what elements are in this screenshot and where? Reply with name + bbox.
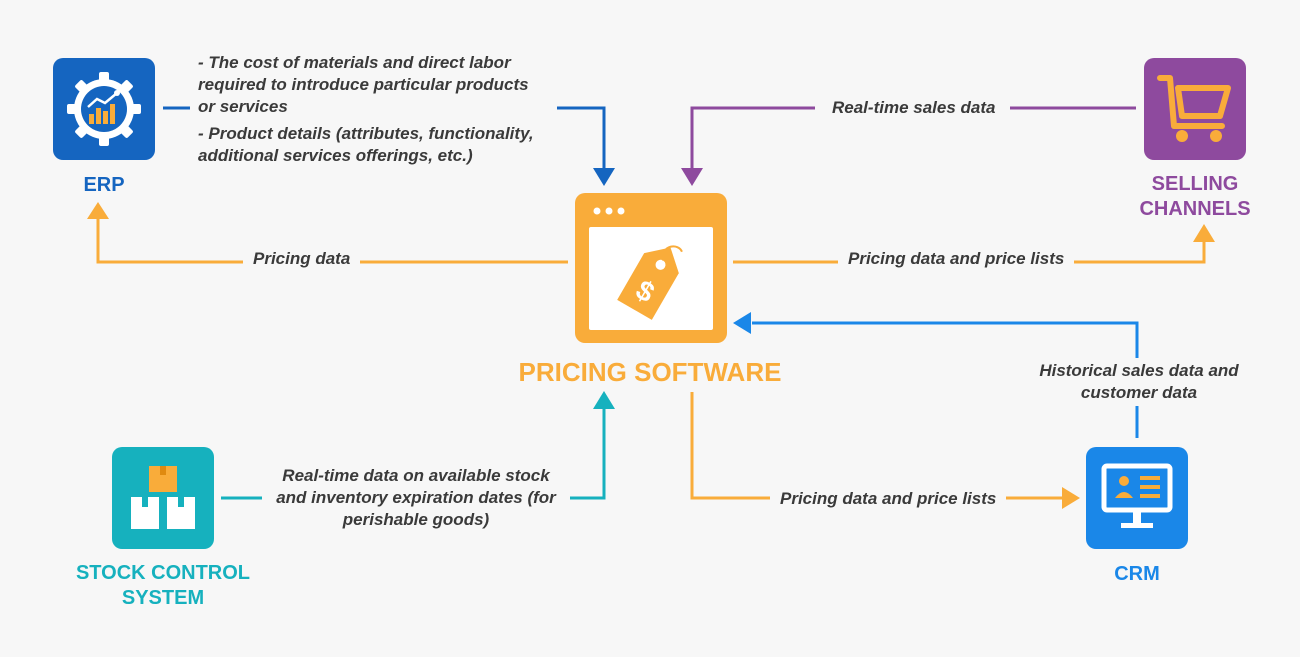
arrowhead <box>87 202 109 219</box>
stock-to-pricing-label-line: perishable goods) <box>342 510 490 529</box>
stock-to-pricing-label: Real-time data on available stock and in… <box>262 465 570 531</box>
crm-node <box>1086 447 1188 549</box>
boxes-icon <box>131 466 195 529</box>
selling-channels-node <box>1144 58 1246 160</box>
erp-to-pricing-label-line: additional services offerings, etc.) <box>198 146 473 165</box>
pricing-to-crm-label: Pricing data and price lists <box>770 488 1007 510</box>
erp-to-pricing-label-line: required to introduce particular product… <box>198 75 529 94</box>
stock-to-pricing-label-line: and inventory expiration dates (for <box>276 488 556 507</box>
pricing-to-crm-connector <box>690 392 1062 500</box>
pricing-to-erp-connector <box>96 218 568 264</box>
crm-to-pricing-label-line: Historical sales data and <box>1039 361 1239 380</box>
erp-node <box>53 58 155 160</box>
selling-to-pricing-connector <box>690 106 1136 172</box>
arrowhead <box>681 168 703 186</box>
crm-title: CRM <box>1114 563 1160 585</box>
stock-control-title-line: SYSTEM <box>121 587 205 609</box>
pricing-software-node: $ <box>575 193 727 343</box>
pricing-software-title: PRICING SOFTWARE <box>518 357 782 387</box>
erp-title: ERP <box>83 174 125 196</box>
price-tag-icon: $ <box>617 245 683 320</box>
arrowhead <box>1062 487 1080 509</box>
selling-to-pricing-label: Real-time sales data <box>832 97 996 119</box>
arrowhead <box>593 391 615 409</box>
selling-channels-title-line: CHANNELS <box>1139 198 1251 220</box>
erp-to-pricing-label-line: - Product details (attributes, functiona… <box>198 124 534 143</box>
selling-channels-title-line: SELLING <box>1151 173 1239 195</box>
arrowhead <box>593 168 615 186</box>
stock-control-title: STOCK CONTROL SYSTEM <box>58 561 268 611</box>
stock-control-title-line: STOCK CONTROL <box>75 562 251 584</box>
pricing-to-erp-label: Pricing data <box>243 248 361 270</box>
stock-control-node <box>112 447 214 549</box>
erp-to-pricing-label-line: - The cost of materials and direct labor <box>198 53 511 72</box>
crm-to-pricing-label: Historical sales data and customer data <box>1030 358 1248 406</box>
monitor-profile-icon <box>1101 463 1173 528</box>
arrowhead <box>1193 224 1215 242</box>
crm-to-pricing-label-line: customer data <box>1080 383 1198 402</box>
erp-to-pricing-label-line: or services <box>198 97 288 116</box>
erp-to-pricing-label: - The cost of materials and direct labor… <box>198 52 534 167</box>
stock-to-pricing-label-line: Real-time data on available stock <box>282 466 550 485</box>
gear-chart-icon <box>67 72 141 146</box>
selling-channels-title: SELLING CHANNELS <box>1125 172 1265 222</box>
erp-to-pricing-connector <box>163 106 606 172</box>
shopping-cart-icon <box>1157 75 1231 142</box>
pricing-to-selling-label: Pricing data and price lists <box>838 248 1075 270</box>
arrowhead <box>733 312 751 334</box>
